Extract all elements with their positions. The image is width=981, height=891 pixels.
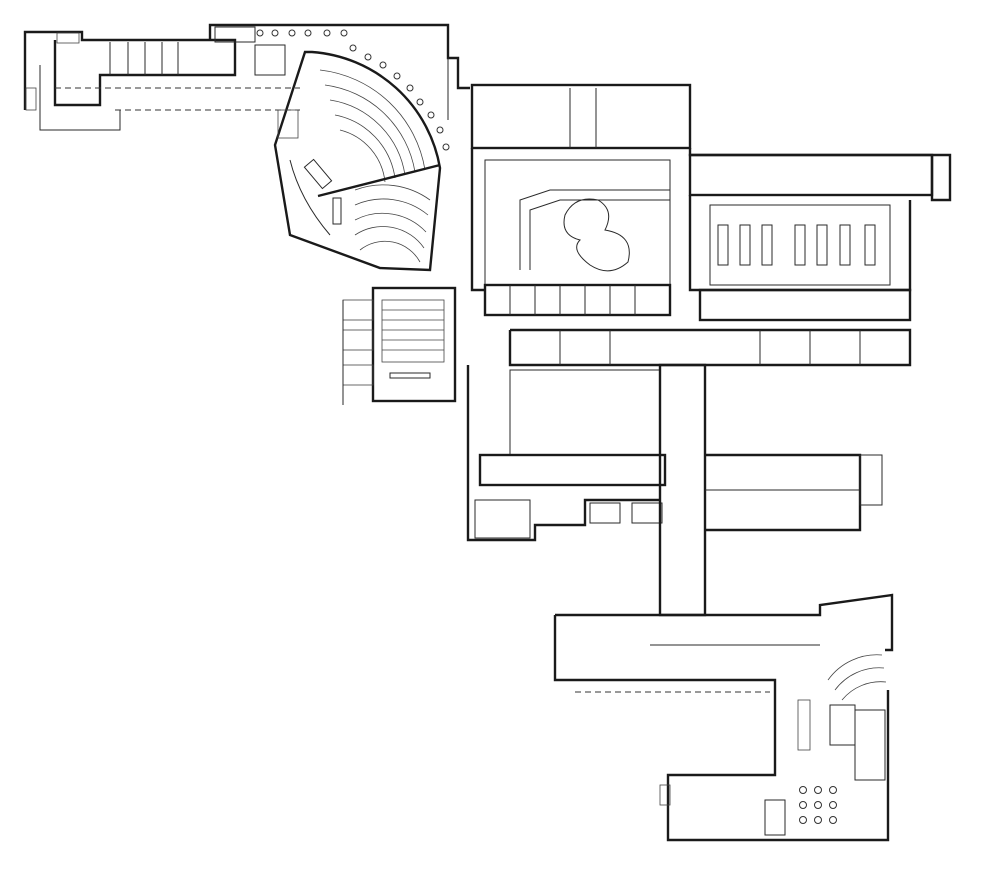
central-spine	[658, 363, 707, 617]
south-wing	[553, 593, 894, 842]
library-block	[508, 148, 952, 367]
entrance-hall	[208, 23, 470, 151]
courtyard-garden	[563, 198, 630, 272]
main-auditorium	[273, 50, 442, 272]
west-wing	[23, 30, 300, 131]
skylights	[717, 224, 876, 266]
column-grid	[799, 786, 837, 824]
column-row	[256, 29, 450, 151]
middle-wing	[466, 363, 883, 617]
small-auditorium	[342, 286, 457, 405]
courtyard-block	[470, 83, 692, 317]
